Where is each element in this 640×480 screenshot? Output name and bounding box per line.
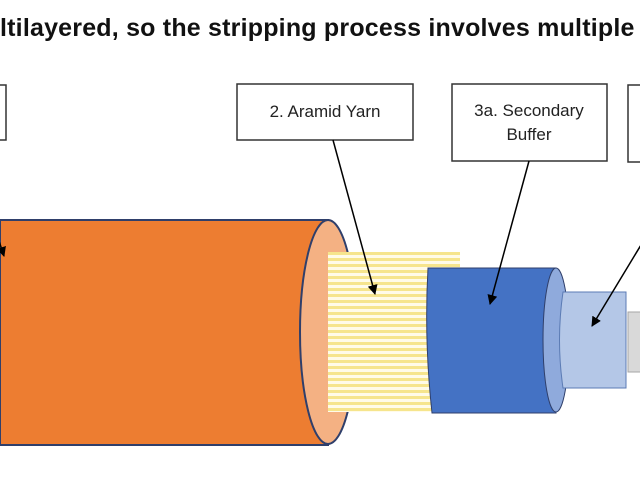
label-box-outer-jacket [0,84,7,141]
label-box-primary-buffer [627,84,640,163]
label-aramid-yarn-text: 2. Aramid Yarn [270,102,381,121]
label-secondary-buffer: 3a. Secondary Buffer [451,83,608,162]
primary-buffer [559,291,627,389]
arrow-aramid-yarn [332,139,378,295]
label-aramid-yarn: 2. Aramid Yarn [236,83,414,141]
fiber-core [627,311,640,373]
arrow-primary-buffer [591,245,640,327]
page-title: ltilayered, so the stripping process inv… [0,14,635,42]
label-secondary-buffer-line1: 3a. Secondary [474,101,584,120]
arrow-secondary-buffer [487,160,530,305]
label-secondary-buffer-line2: Buffer [506,125,551,144]
arrow-outer-jacket [0,241,6,257]
outer-jacket [0,219,357,446]
secondary-buffer [426,267,570,414]
